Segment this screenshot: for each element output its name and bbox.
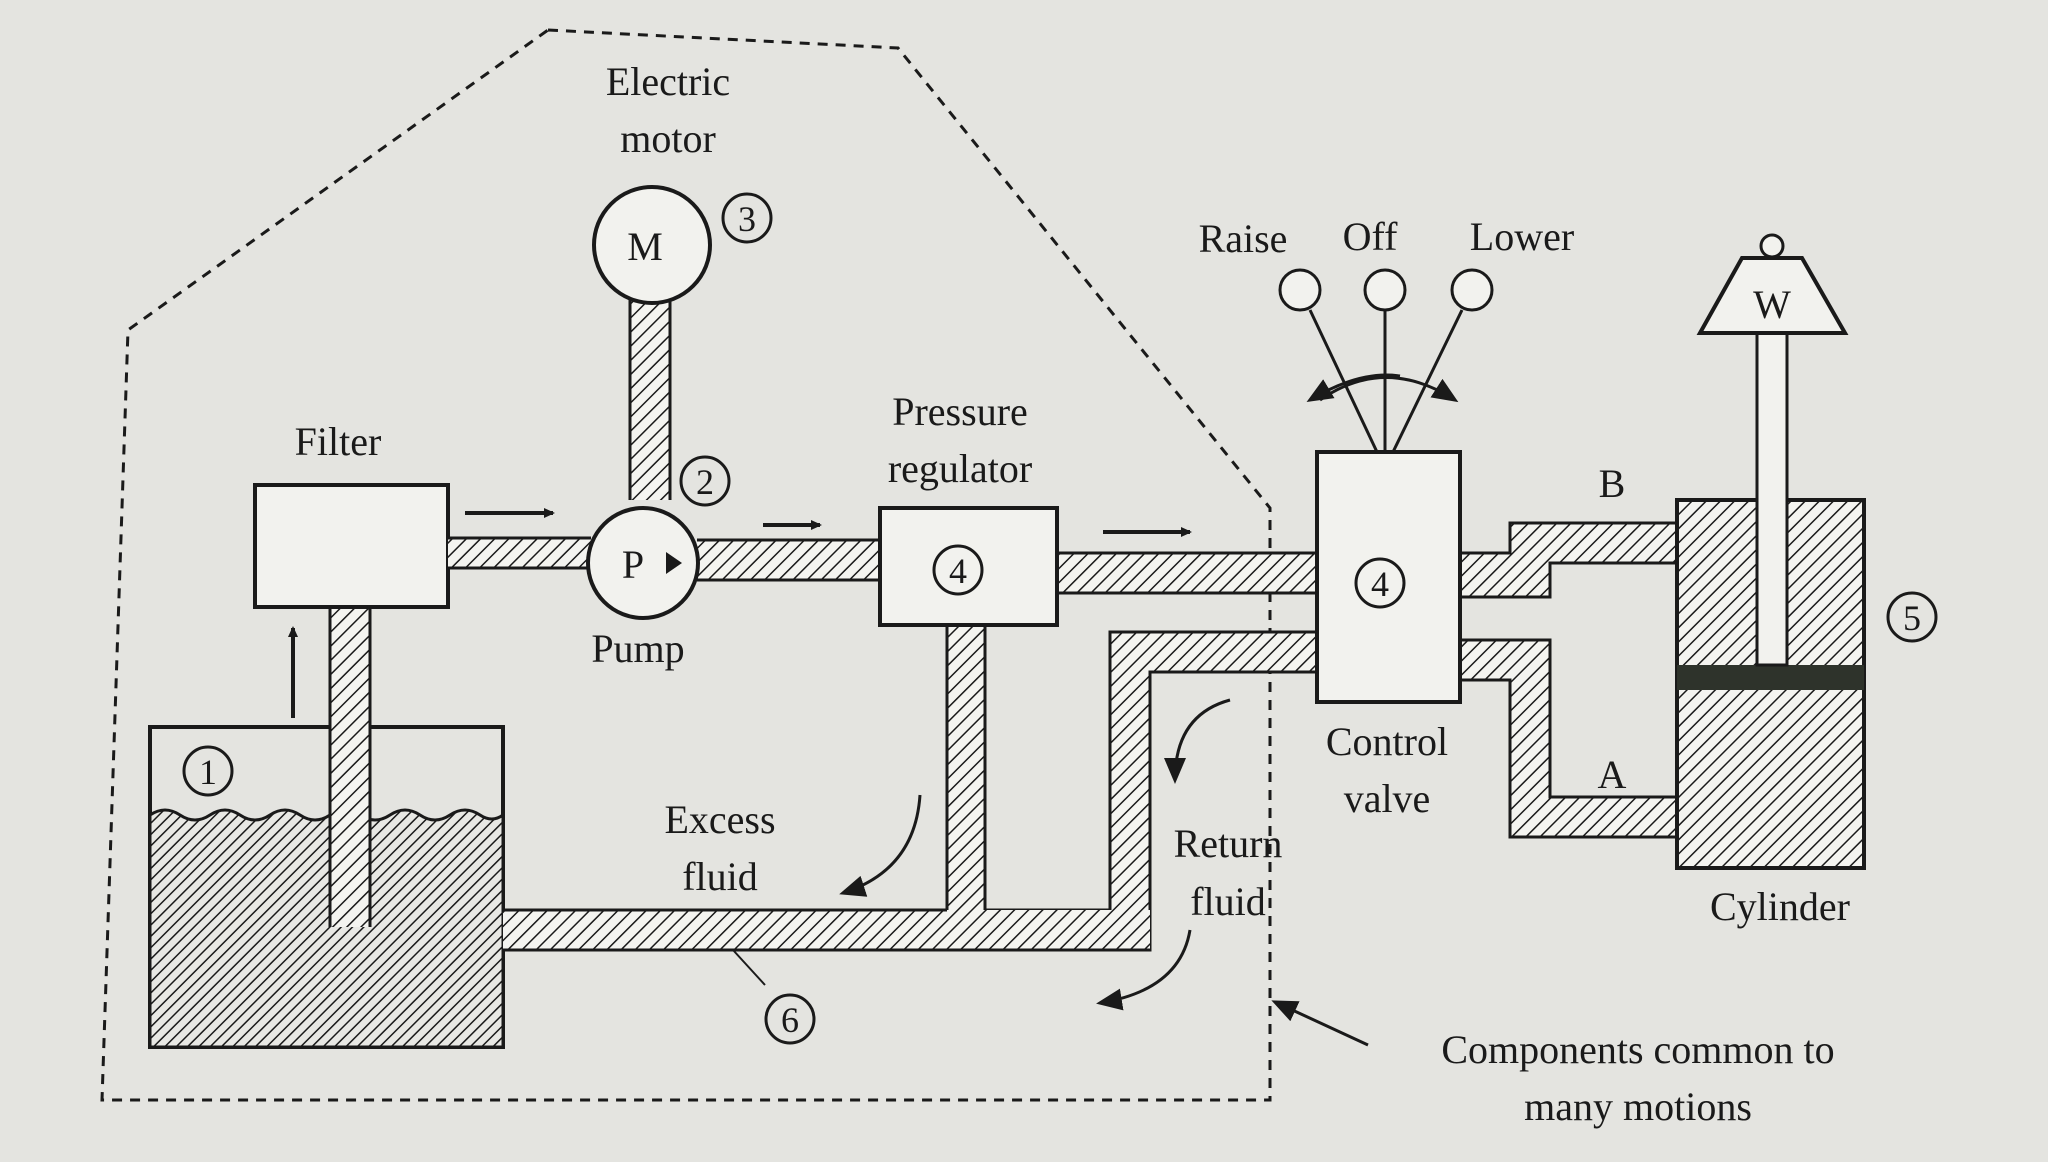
pump-number-badge xyxy=(679,455,731,507)
pressure-regulator-label-line2: regulator xyxy=(888,446,1032,491)
control-valve-label-line2: valve xyxy=(1344,776,1431,821)
electric-motor-label-line1: Electric xyxy=(606,59,730,104)
piston xyxy=(1677,665,1864,690)
cylinder-number-badge xyxy=(1886,591,1938,643)
pump: P xyxy=(586,506,700,620)
return-fluid-label-line1: Return xyxy=(1174,821,1283,866)
piston-rod xyxy=(1755,316,1789,667)
port-b-pipe xyxy=(1458,521,1679,599)
off-label: Off xyxy=(1343,214,1398,259)
lower-label: Lower xyxy=(1470,214,1574,259)
pipe-number: 6 xyxy=(781,1000,799,1040)
motor-number-badge xyxy=(721,192,773,244)
common-components-boundary xyxy=(100,28,1272,1102)
lever-lower-knob xyxy=(1450,268,1494,312)
drain-pipe xyxy=(503,908,1150,952)
suction-pipe xyxy=(328,607,372,927)
control-valve-label-line1: Control xyxy=(1326,719,1448,764)
motor-shaft xyxy=(628,300,672,500)
regulator-valve-pipe xyxy=(1057,551,1317,595)
pressure-regulator: 4 xyxy=(878,506,1059,627)
pump-regulator-pipe xyxy=(697,538,880,582)
common-components-label-line1: Components common to xyxy=(1441,1027,1834,1072)
port-a-pipe xyxy=(1458,638,1679,839)
lever-arc-arrow-right xyxy=(1319,376,1459,403)
filter xyxy=(253,483,450,609)
raise-label: Raise xyxy=(1199,216,1288,261)
lever-arc-arrow-left xyxy=(1306,373,1401,403)
pipe-number-leader xyxy=(732,949,766,986)
port-a-label: A xyxy=(1598,752,1627,797)
pump-symbol: P xyxy=(622,542,644,587)
cylinder-label: Cylinder xyxy=(1710,884,1850,929)
pressure-regulator-label-line1: Pressure xyxy=(892,389,1028,434)
excess-fluid-label-line2: fluid xyxy=(682,854,758,899)
pressure-regulator-number: 4 xyxy=(949,551,967,591)
pump-label: Pump xyxy=(591,626,684,671)
reservoir-number-badge xyxy=(182,745,234,797)
return-fluid-arrow-upper xyxy=(1164,698,1231,784)
return-fluid-arrow-lower xyxy=(1096,929,1192,1011)
pump-number: 2 xyxy=(696,462,714,502)
weight-symbol: W xyxy=(1753,282,1791,327)
excess-fluid-arrow xyxy=(839,794,922,897)
control-valve: 4 xyxy=(1315,450,1462,704)
electric-motor: M xyxy=(592,185,712,305)
excess-fluid-label-line1: Excess xyxy=(664,797,775,842)
motor-number: 3 xyxy=(738,199,756,239)
weight: W xyxy=(1696,233,1849,335)
port-b-label: B xyxy=(1599,461,1626,506)
filter-pump-pipe xyxy=(448,536,591,570)
common-components-arrow xyxy=(1271,1000,1369,1047)
lever-off-knob xyxy=(1363,268,1407,312)
reservoir-fluid xyxy=(148,808,505,1049)
reservoir-number: 1 xyxy=(199,752,217,792)
reservoir: 1 xyxy=(148,725,505,1049)
pump-direction-icon xyxy=(666,552,682,574)
cylinder-number: 5 xyxy=(1903,598,1921,638)
motor-symbol: M xyxy=(627,224,663,269)
filter-label: Filter xyxy=(295,419,382,464)
return-fluid-label-line2: fluid xyxy=(1190,879,1266,924)
lever-raise-knob xyxy=(1278,268,1322,312)
valve-lever xyxy=(1278,268,1494,453)
control-valve-number: 4 xyxy=(1371,564,1389,604)
weight-hook xyxy=(1759,233,1785,259)
common-components-label-line2: many motions xyxy=(1524,1084,1752,1129)
electric-motor-label-line2: motor xyxy=(620,116,716,161)
pipe-number-badge xyxy=(764,993,816,1045)
cylinder xyxy=(1675,316,1866,870)
